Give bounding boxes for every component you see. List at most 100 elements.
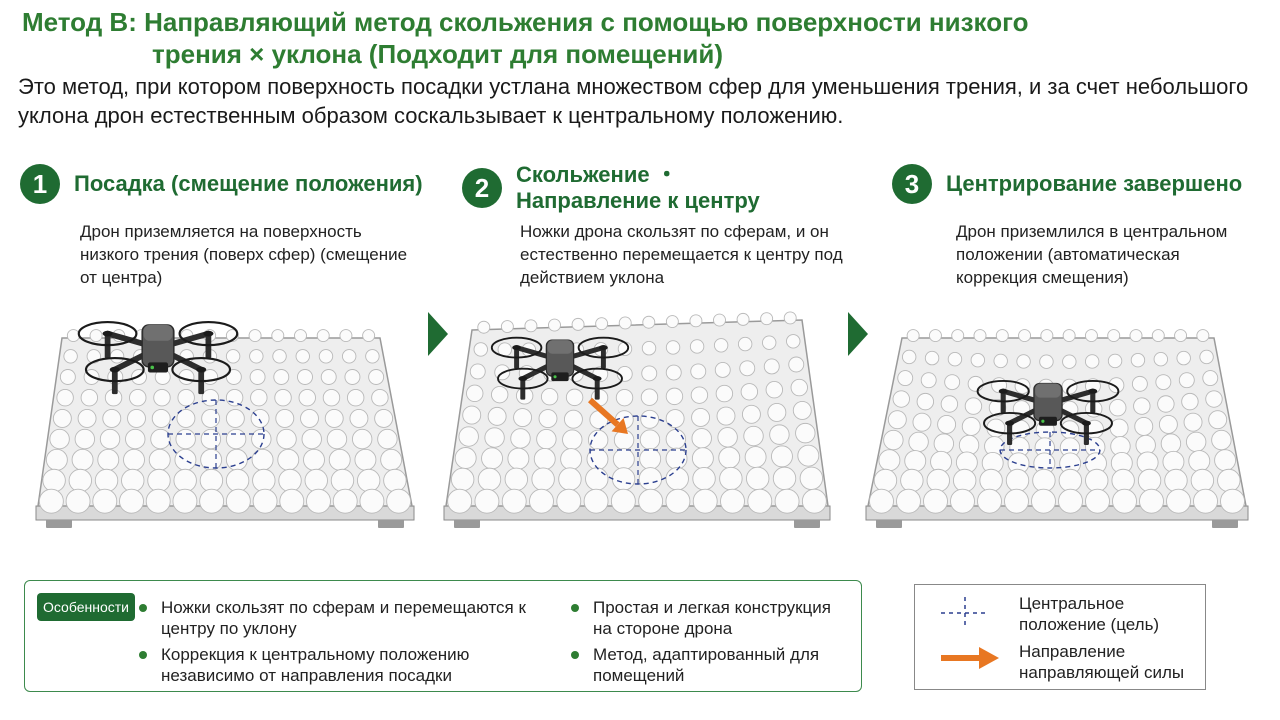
sphere (354, 448, 377, 471)
sphere (276, 428, 297, 450)
sphere (923, 488, 948, 514)
sphere (641, 341, 657, 356)
sphere (1004, 488, 1029, 514)
sphere (690, 363, 707, 380)
sphere (743, 425, 764, 447)
drone-top (547, 340, 573, 354)
drone-motor (512, 345, 521, 351)
sphere (275, 408, 295, 428)
sphere (225, 428, 247, 450)
sphere (56, 388, 74, 407)
sphere (761, 335, 777, 350)
drone-motor (599, 345, 608, 351)
sphere (320, 369, 337, 385)
next-arrow-2 (848, 312, 868, 356)
sphere (65, 488, 91, 514)
sphere (249, 349, 264, 364)
sphere (716, 406, 736, 426)
sphere (225, 369, 242, 385)
sphere (92, 488, 118, 514)
sphere (199, 468, 224, 493)
sphere (80, 388, 99, 407)
drone-motor (592, 376, 602, 382)
sphere (691, 428, 712, 449)
sphere (1137, 468, 1162, 493)
sphere (744, 446, 767, 469)
sphere (177, 388, 195, 407)
sphere (1174, 329, 1188, 343)
drone-motor (109, 366, 120, 373)
drone-camera (147, 362, 169, 373)
sphere (89, 329, 103, 343)
feature-item: Простая и легкая конструкция на стороне … (569, 597, 854, 639)
drone-motor (518, 376, 528, 382)
sphere (500, 320, 514, 333)
sphere (950, 488, 975, 514)
sphere (977, 488, 1002, 514)
sphere (274, 388, 292, 407)
bullet-icon (139, 604, 147, 612)
bullet-icon (571, 651, 579, 659)
sphere (1016, 354, 1031, 369)
sphere (665, 467, 689, 491)
sphere (792, 400, 812, 420)
sphere (123, 448, 145, 471)
sphere (1193, 488, 1218, 514)
bullet-icon (139, 651, 147, 659)
sphere (374, 408, 394, 428)
sphere (741, 404, 761, 424)
sphere (720, 488, 745, 514)
sphere (1139, 488, 1164, 514)
sphere (102, 408, 122, 428)
sphere (332, 488, 358, 514)
sphere (356, 468, 381, 493)
sphere (769, 424, 790, 445)
sphere (760, 312, 774, 326)
sphere (153, 388, 171, 407)
sphere (908, 431, 929, 453)
sphere (42, 468, 66, 493)
sphere (993, 353, 1008, 369)
sphere (524, 319, 538, 333)
sphere (341, 349, 357, 364)
sphere (665, 315, 679, 328)
sphere (618, 316, 632, 330)
sphere (739, 360, 756, 377)
sphere (1060, 420, 1080, 440)
force-arrow-shaft (587, 397, 620, 427)
sphere (484, 427, 505, 448)
sphere (587, 429, 609, 451)
scene-1 (35, 321, 415, 528)
sphere (887, 410, 907, 430)
sphere (930, 450, 953, 473)
title-line-2: трения × уклона (Подходит для помещений) (152, 39, 724, 69)
sphere-platform (865, 329, 1249, 528)
sphere (920, 372, 937, 389)
sphere (548, 318, 561, 332)
features-column-1: Ножки скользят по сферам и перемещаются … (137, 597, 557, 691)
sphere (121, 468, 145, 493)
step-1-description: Дрон приземляется на поверхность низкого… (80, 222, 408, 287)
sphere (878, 449, 901, 472)
sphere (1130, 352, 1146, 368)
sphere (639, 429, 661, 450)
drone-propeller-guard (490, 336, 543, 359)
sphere (595, 317, 609, 331)
sphere (690, 386, 709, 404)
sphere (1183, 412, 1203, 432)
sphere (1058, 488, 1083, 514)
sphere (1085, 488, 1110, 514)
sphere (477, 467, 502, 492)
sphere (1211, 429, 1232, 451)
sphere (250, 388, 268, 407)
sphere (1205, 390, 1223, 408)
sphere (450, 467, 475, 492)
sphere (52, 408, 72, 428)
sphere (458, 426, 479, 447)
sphere (1160, 433, 1182, 454)
sphere (351, 428, 373, 450)
sphere (1107, 353, 1123, 369)
sphere (1129, 329, 1143, 343)
sphere (1208, 410, 1228, 430)
sphere (277, 448, 300, 471)
